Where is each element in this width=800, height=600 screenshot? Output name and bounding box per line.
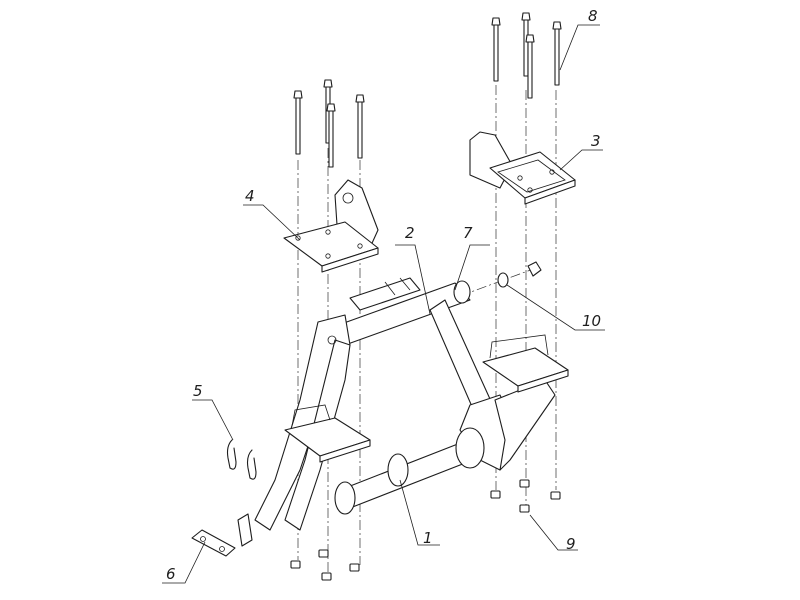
bracket-left bbox=[283, 179, 379, 273]
callout-label-1: 1 bbox=[423, 529, 433, 547]
right-frame bbox=[429, 299, 556, 471]
bolt bbox=[525, 34, 535, 99]
lower-tube bbox=[334, 427, 485, 515]
callout-leaders bbox=[162, 24, 605, 584]
mount-plate-right bbox=[482, 334, 569, 393]
callout-label-5: 5 bbox=[193, 382, 203, 400]
callout-label-2: 2 bbox=[405, 224, 415, 242]
link-plate bbox=[191, 513, 253, 557]
bracket-right bbox=[469, 131, 576, 205]
spring-pins bbox=[226, 439, 257, 480]
bolt bbox=[552, 21, 562, 86]
bolt bbox=[293, 90, 303, 155]
callout-label-9: 9 bbox=[566, 535, 576, 553]
mount-plate-left bbox=[284, 404, 371, 463]
callout-label-10: 10 bbox=[582, 312, 601, 330]
callout-label-3: 3 bbox=[591, 132, 601, 150]
bolt bbox=[326, 103, 336, 168]
washer-nut bbox=[497, 261, 542, 288]
callout-label-4: 4 bbox=[245, 187, 255, 205]
bolt bbox=[491, 17, 501, 82]
callout-label-8: 8 bbox=[588, 7, 598, 25]
callout-labels: 1 2 3 4 5 6 7 8 9 10 bbox=[166, 7, 601, 583]
left-bolts bbox=[293, 79, 365, 168]
nuts bbox=[290, 479, 561, 581]
right-bolts bbox=[491, 12, 562, 99]
callout-label-7: 7 bbox=[463, 224, 473, 242]
callout-label-6: 6 bbox=[166, 565, 176, 583]
bolt bbox=[355, 94, 365, 159]
